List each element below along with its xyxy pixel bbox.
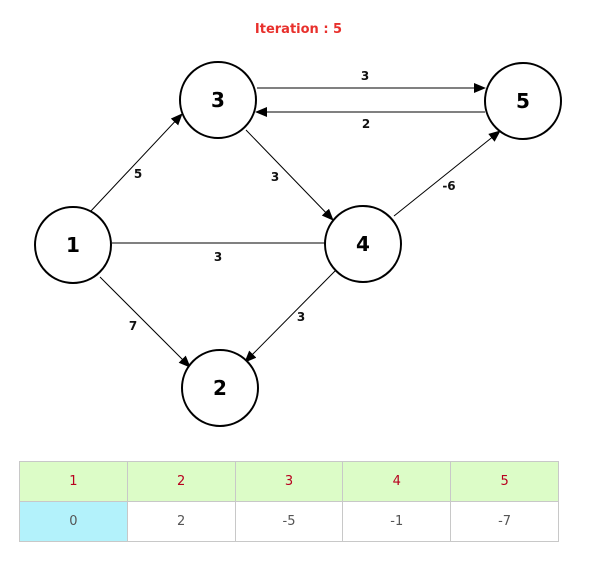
edge-3-4: 3 [245, 129, 334, 221]
graph-node-4: 4 [324, 205, 402, 283]
table-value-cell: -1 [342, 501, 452, 542]
iteration-title: Iteration : 5 [254, 22, 343, 37]
edge-5-3: 2 [255, 107, 485, 131]
table-header-cell: 4 [342, 461, 452, 502]
edge-1-3: 5 [89, 113, 183, 213]
table-value-cell: -5 [234, 501, 344, 542]
graph-node-1: 1 [34, 206, 112, 284]
edge-weight-1-4: 3 [214, 250, 222, 264]
edge-weight-3-5: 3 [361, 69, 369, 83]
edge-weight-1-2: 7 [129, 319, 137, 333]
edge-1-4: 3 [112, 242, 325, 264]
table-value-cell-source: 0 [19, 501, 128, 542]
table-values-row: 0 2 -5 -1 -7 [19, 501, 559, 542]
table-header-row: 1 2 3 4 5 [19, 461, 559, 502]
node-label-2: 2 [213, 376, 227, 400]
edge-weight-3-4: 3 [271, 170, 279, 184]
node-label-3: 3 [211, 88, 225, 112]
distance-table: 1 2 3 4 5 0 2 -5 -1 -7 [19, 461, 559, 542]
table-header-cell: 3 [234, 461, 344, 502]
edge-weight-4-5: -6 [442, 179, 455, 193]
edge-4-5: -6 [393, 130, 501, 217]
graph-node-2: 2 [181, 349, 259, 427]
node-label-4: 4 [356, 232, 370, 256]
table-header-cell: 5 [450, 461, 559, 502]
graph-diagram: 5 3 7 3 3 2 -6 3 1 2 3 4 [34, 61, 562, 427]
graph-node-5: 5 [484, 62, 562, 140]
table-header-cell: 1 [19, 461, 128, 502]
edge-4-2: 3 [244, 269, 337, 363]
table-header-cell: 2 [126, 461, 236, 502]
node-label-1: 1 [66, 233, 80, 257]
edge-weight-4-2: 3 [297, 310, 305, 324]
table-value-cell: -7 [450, 501, 559, 542]
edge-1-2: 7 [99, 276, 191, 368]
graph-node-3: 3 [179, 61, 257, 139]
table-value-cell: 2 [126, 501, 236, 542]
edge-weight-1-3: 5 [134, 167, 142, 181]
edge-3-5: 3 [257, 69, 486, 93]
node-label-5: 5 [516, 89, 530, 113]
edge-weight-5-3: 2 [362, 117, 370, 131]
